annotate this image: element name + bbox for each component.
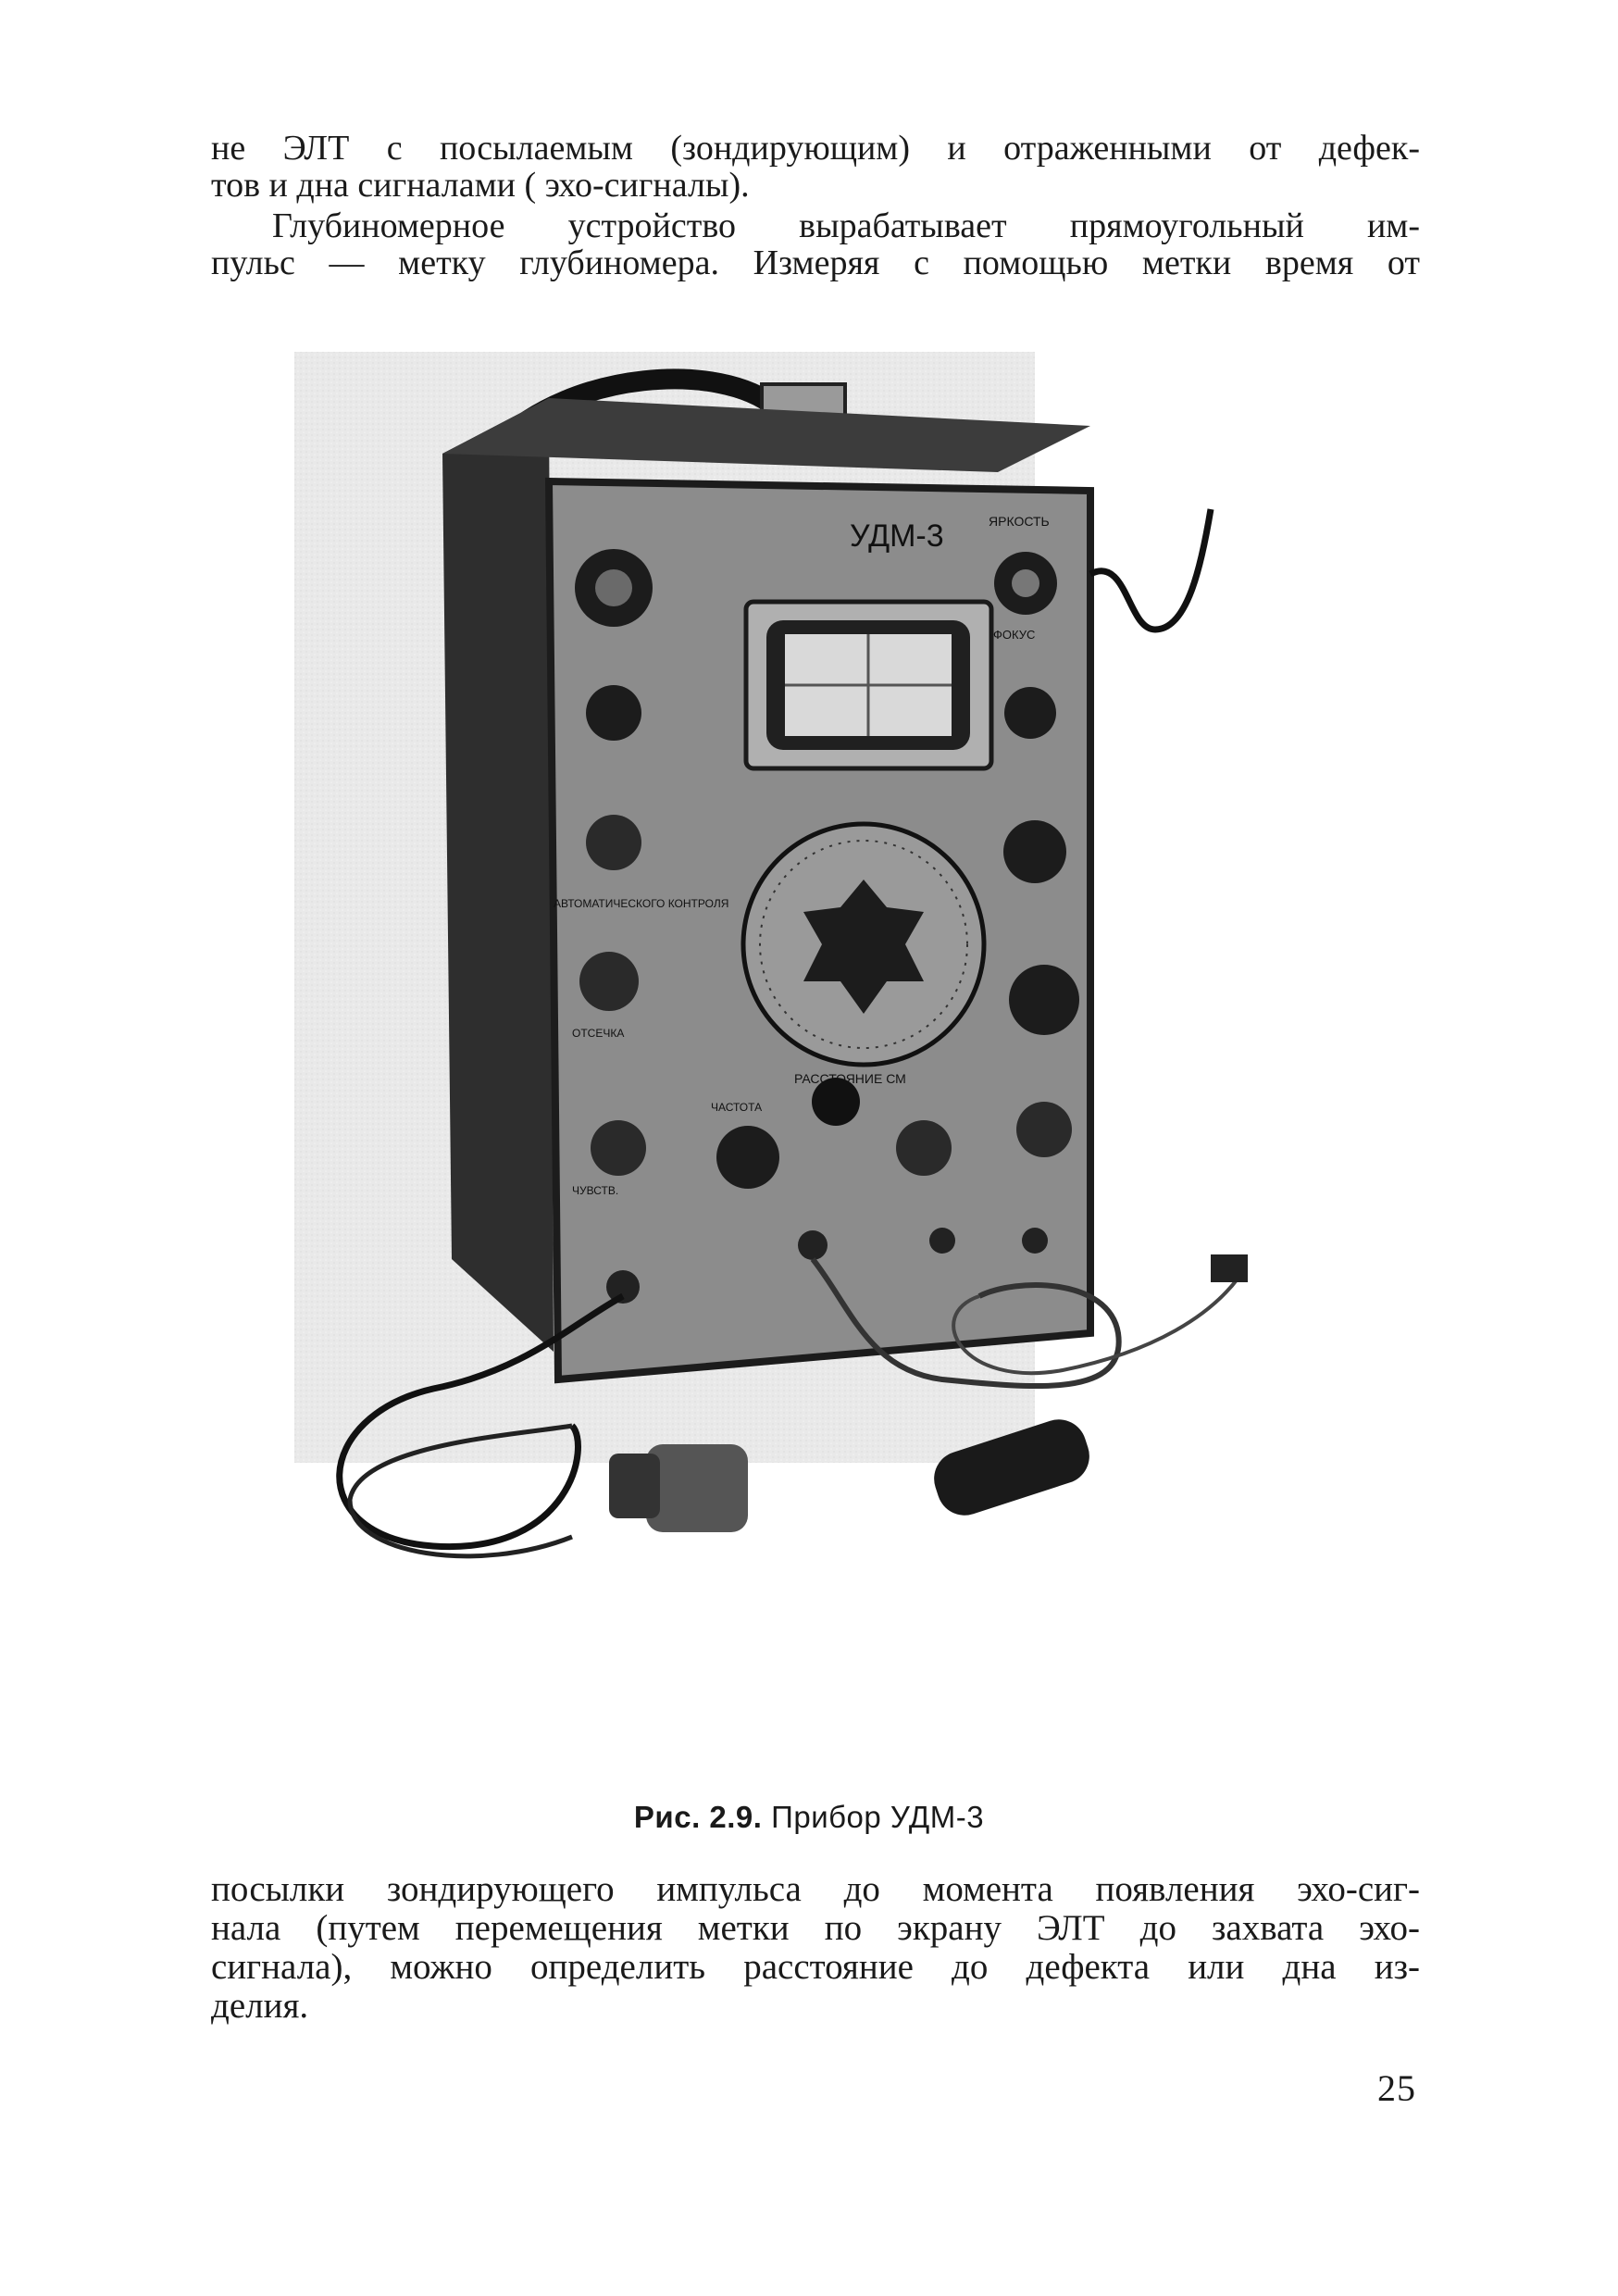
paragraph-depth-gauge: Глубиномерное устройство вырабатывает пр… [211, 207, 1420, 281]
device-model-label: УДМ-3 [850, 518, 944, 554]
probe-cable-left [336, 1292, 625, 1551]
caption-text: Прибор УДМ-3 [771, 1800, 985, 1834]
knob-left-3 [586, 815, 641, 870]
text-line: делия. [211, 1986, 309, 2026]
knob-left-top [575, 549, 653, 627]
panel-label: ЧУВСТВ. [572, 1184, 618, 1197]
knob-right-4 [1009, 965, 1079, 1035]
panel-label: АВТОМАТИЧЕСКОГО КОНТРОЛЯ [554, 897, 728, 910]
text-line: тов и дна сигналами ( эхо-сигналы). [211, 166, 750, 205]
figure-device-photo: УДМ-3 ЯРКОСТЬ ФОКУС АВТОМАТИЧЕСКОГО КОНТ… [294, 333, 1331, 1722]
ultrasonic-probe-right [934, 1419, 1089, 1516]
text-line: Глубиномерное устройство вырабатывает пр… [272, 206, 1420, 245]
page-number: 25 [1377, 2067, 1416, 2109]
knob-right-2 [1004, 687, 1056, 739]
knob-bottom-4 [1016, 1102, 1072, 1157]
wire-hook [1089, 508, 1214, 633]
device-side-panel [442, 398, 554, 1352]
connector-sockets [606, 1228, 1048, 1304]
text-line: пульс — метку глубиномера. Измеряя с пом… [211, 243, 1420, 282]
text-line: нала (путем перемещения метки по экрану … [211, 1908, 1420, 1948]
indicator-lamp [812, 1078, 860, 1126]
ultrasonic-probe-left [609, 1444, 748, 1532]
knob-bottom-3 [896, 1120, 952, 1176]
text-line: посылки зондирующего импульса до момента… [211, 1869, 1420, 1909]
panel-label: ФОКУС [993, 628, 1035, 642]
probe-cable-right [810, 1257, 1122, 1390]
text-line: не ЭЛТ с посылаемым (зондирующим) и отра… [211, 129, 1420, 168]
panel-label: ЧАСТОТА [711, 1101, 762, 1114]
paragraph-bottom: посылки зондирующего импульса до момента… [211, 1870, 1420, 2026]
knob-bottom-2 [716, 1126, 779, 1189]
panel-label: ОТСЕЧКА [572, 1027, 624, 1040]
knob-right-top [994, 552, 1057, 615]
caption-prefix: Рис. 2.9. [633, 1800, 763, 1834]
knob-left-4 [579, 952, 639, 1011]
knob-left-2 [586, 685, 641, 741]
text-line: сигнала), можно определить расстояние до… [211, 1947, 1420, 1987]
panel-label: ЯРКОСТЬ [989, 514, 1050, 529]
paragraph-top: не ЭЛТ с посылаемым (зондирующим) и отра… [211, 130, 1420, 204]
knob-bottom-1 [591, 1120, 646, 1176]
figure-caption: Рис. 2.9. Прибор УДМ-3 [0, 1800, 1618, 1835]
depth-dial-knob [803, 880, 924, 1014]
knob-right-3 [1003, 820, 1066, 883]
device-top-panel [442, 398, 1090, 472]
cable-plug [1211, 1254, 1248, 1282]
